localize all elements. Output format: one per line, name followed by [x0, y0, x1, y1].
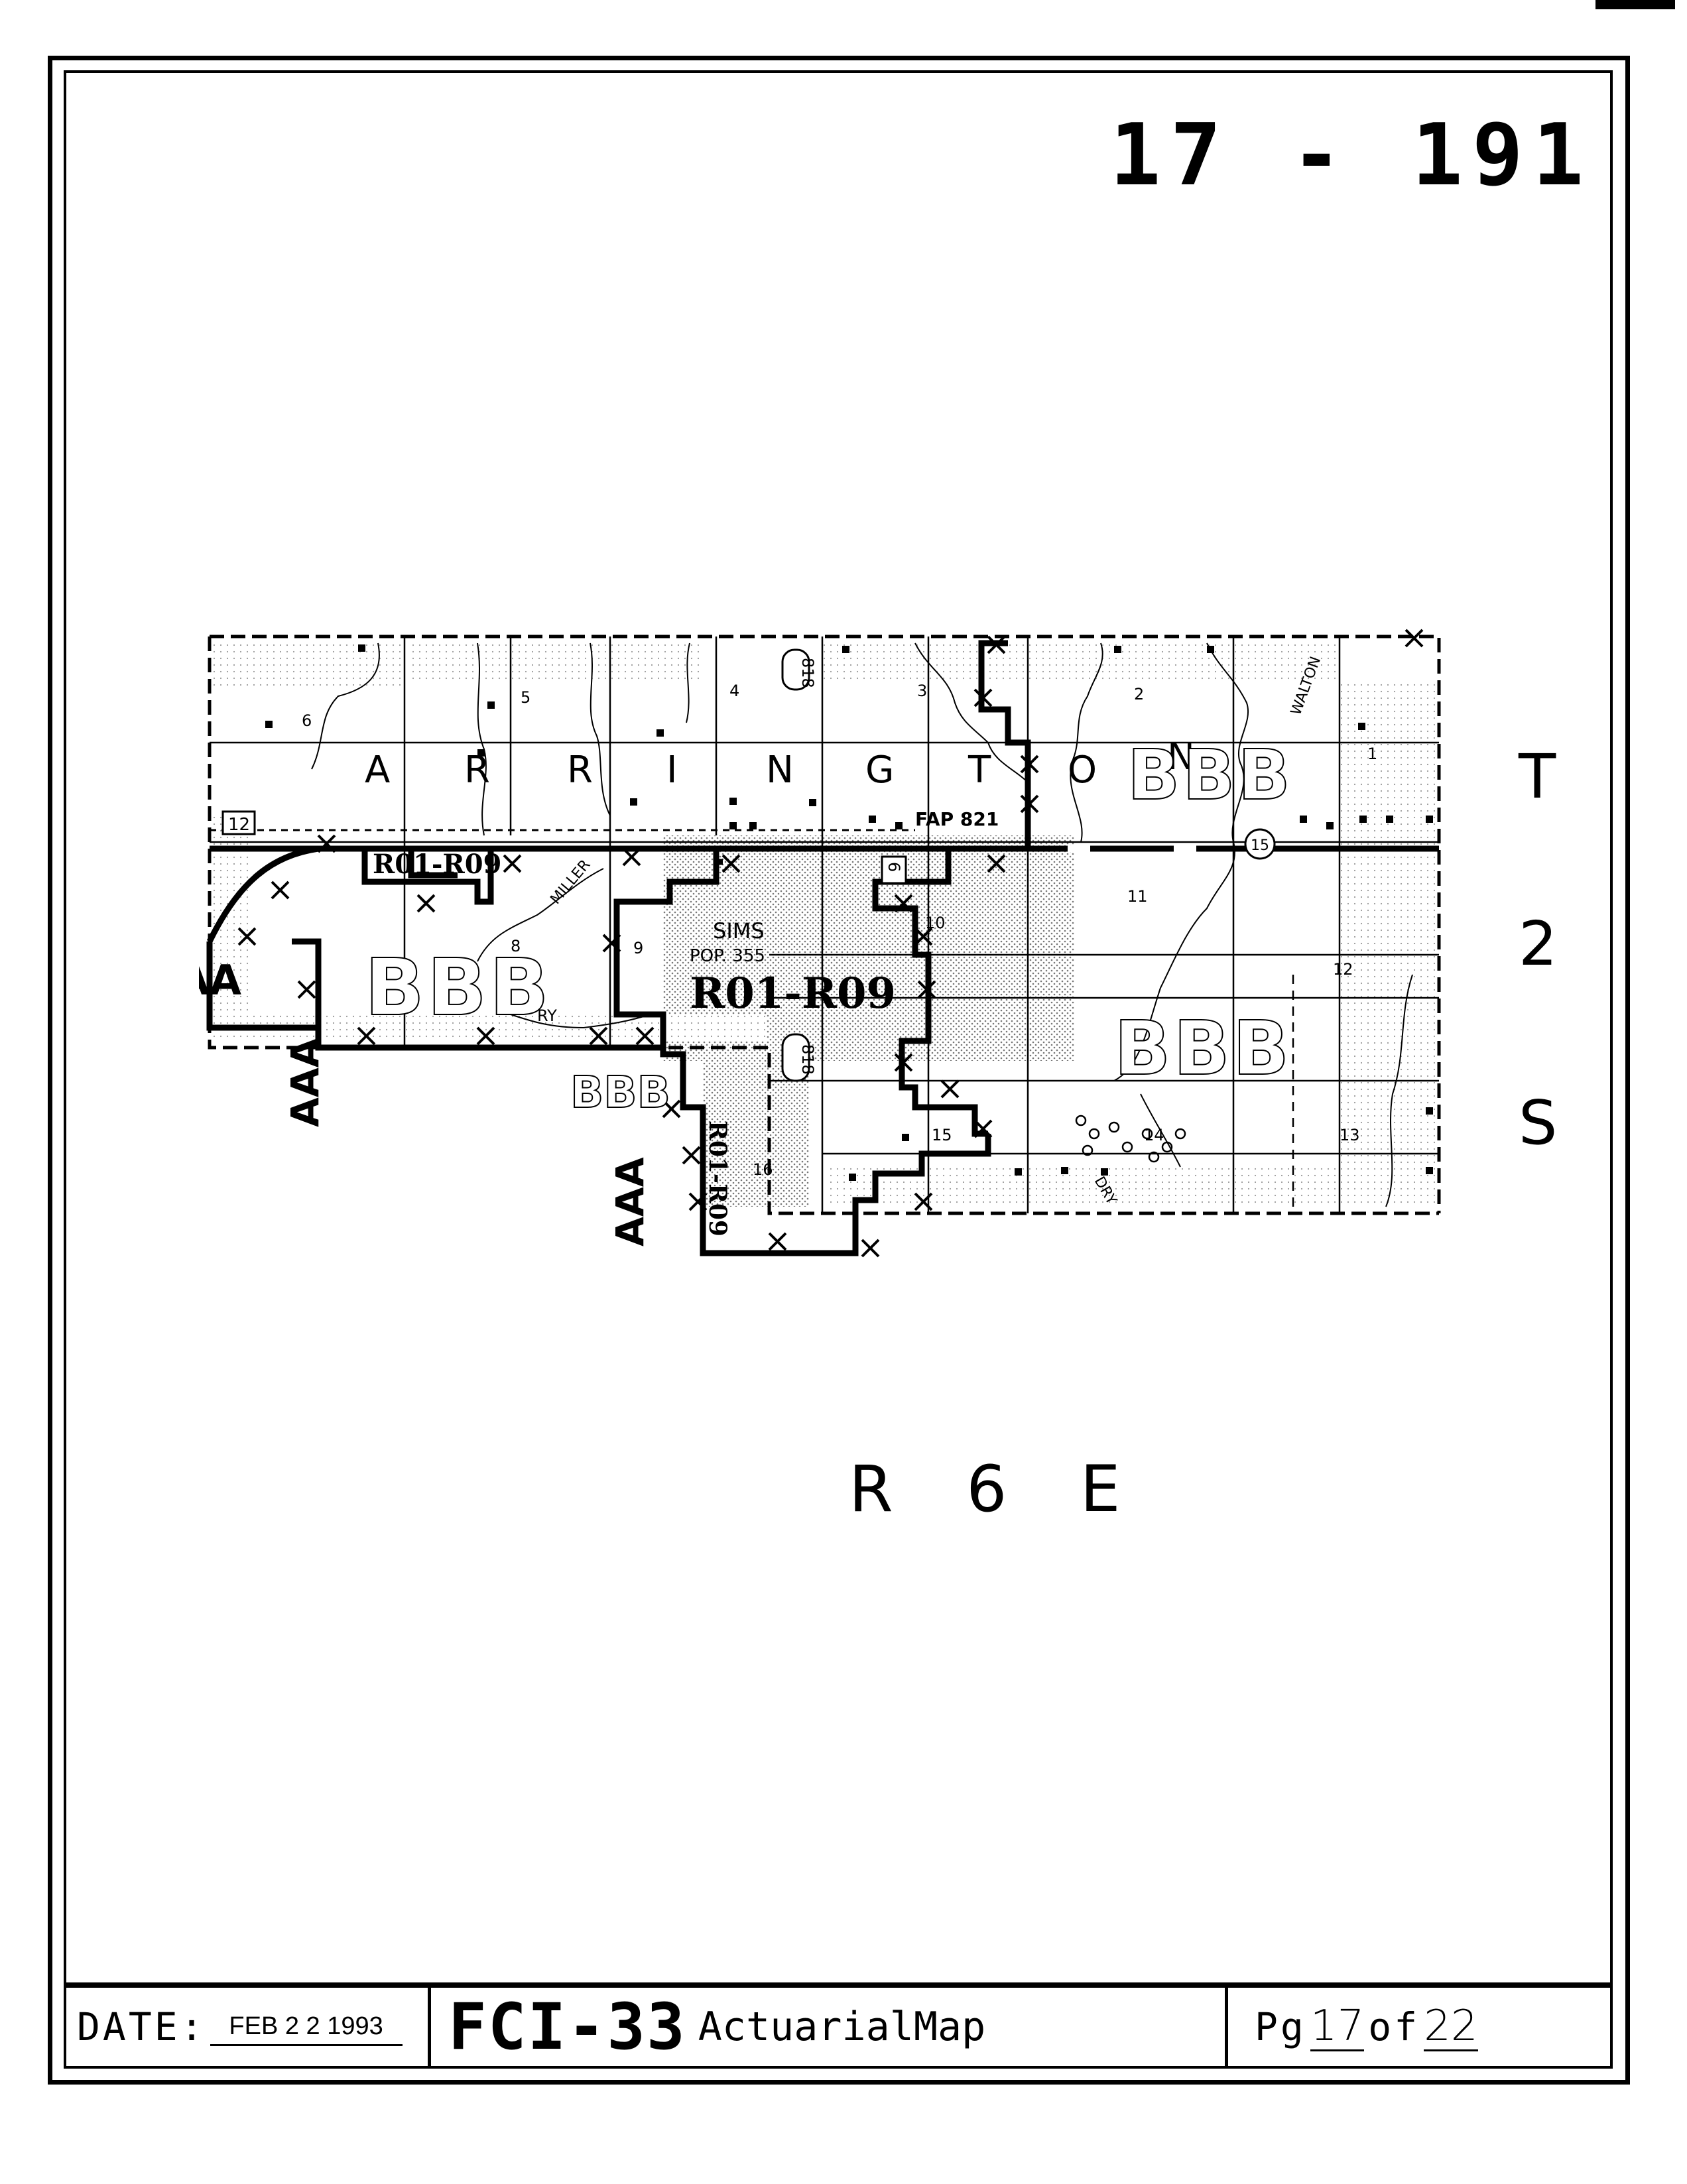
structure-markers: [265, 644, 1433, 1181]
rate-zone-bbb-se: BBB: [1114, 1006, 1292, 1092]
section-6-label: 6: [302, 711, 312, 730]
town-population: POP. 355: [690, 946, 765, 966]
rate-zone-bbb-small: BBB: [570, 1067, 670, 1118]
section-8-label: 8: [511, 937, 521, 955]
route-6-shield: [881, 855, 907, 884]
township-letter-n: N: [766, 749, 794, 792]
route-15-shield: [1244, 828, 1276, 860]
township-letter-o: O: [1068, 749, 1097, 792]
section-12-label: 12: [1333, 960, 1353, 979]
route-818-shields: [781, 648, 810, 1082]
outer-page-border: [48, 56, 1630, 2085]
date-label: DATE:: [77, 2004, 206, 2049]
township-number: 2: [1519, 908, 1558, 979]
rate-zone-r01-north: R01-R09: [373, 849, 501, 880]
section-4-label: 4: [729, 682, 739, 700]
title-block: DATE: FEB 2 2 1993 FCI-33 ActuarialMap P…: [66, 1982, 1610, 2066]
scan-corner-mark: [1595, 0, 1675, 9]
township-letter-r1: R: [464, 749, 490, 792]
route-818-town: 818: [798, 1044, 817, 1075]
township-letter-r2: R: [567, 749, 593, 792]
page-id: 17 - 191: [1109, 106, 1593, 205]
township-letter-i: I: [666, 749, 678, 792]
page-cell: Pg 17 of 22: [1228, 1988, 1610, 2066]
date-cell: DATE: FEB 2 2 1993: [66, 1988, 431, 2066]
map-boundary: [208, 635, 1441, 1215]
inner-page-border: [64, 70, 1613, 2069]
section-16-label: 16: [753, 1160, 773, 1179]
township-letter-g: G: [865, 749, 894, 792]
section-5-label: 5: [521, 688, 531, 707]
road-label-fap: FAP 821: [915, 808, 999, 830]
town-name: SIMS: [713, 918, 765, 943]
page-number: 17: [1310, 2001, 1365, 2051]
form-name: ActuarialMap: [698, 2004, 986, 2050]
form-title-cell: FCI-33 ActuarialMap: [431, 1988, 1228, 2066]
of-label: of: [1368, 2004, 1420, 2049]
rate-zone-aaa-s: AAA: [607, 1157, 653, 1246]
creeks: [311, 642, 1413, 1207]
stippled-areas: [210, 642, 1439, 1207]
section-13-label: 13: [1340, 1126, 1360, 1144]
township-letter-n2: N: [1167, 735, 1195, 778]
section-2-label: 2: [1134, 685, 1144, 703]
page-total: 22: [1424, 2001, 1478, 2051]
section-3-label: 3: [917, 682, 927, 700]
township-letter-t: T: [968, 749, 991, 792]
township-t: T: [1519, 741, 1556, 812]
rate-zone-bbb-w: BBB: [365, 941, 552, 1033]
creek-label-ry: RY: [537, 1006, 557, 1025]
township-direction: S: [1519, 1087, 1558, 1158]
crossing-marks: [237, 629, 1424, 1258]
route-12-shield: [221, 810, 256, 835]
highway-15: [210, 829, 1439, 852]
section-11-label: 11: [1127, 887, 1148, 906]
rate-zone-aaa-sw: AAA: [282, 1038, 328, 1127]
route-818-north: 818: [798, 658, 817, 688]
rate-zone-boundary: [206, 640, 1031, 1256]
rate-zone-r01-south: R01-R09: [704, 1121, 731, 1237]
date-value: FEB 2 2 1993: [210, 2008, 403, 2046]
township-letter-a: A: [365, 749, 390, 792]
page-label: Pg: [1255, 2004, 1306, 2049]
route-12-label: 12: [228, 815, 250, 835]
section-9-label: 9: [633, 939, 643, 957]
range-label: R 6 E: [849, 1452, 1147, 1526]
section-10-label: 10: [925, 914, 946, 932]
section-15-label: 15: [932, 1126, 952, 1144]
section-14-label: 14: [1144, 1126, 1164, 1144]
rate-zone-aaa-w: AAA: [199, 956, 241, 1004]
rate-zone-r01-town: R01-R09: [690, 969, 896, 1018]
rate-zone-bbb-ne: BBB: [1127, 735, 1293, 816]
form-id: FCI-33: [448, 1990, 686, 2064]
actuarial-map: 6 5 4 3 2 1 8 9 10 11 12 13 14 15 16 A R…: [199, 629, 1441, 1258]
section-1-label: 1: [1367, 745, 1377, 763]
creek-label-miller: MILLER: [547, 857, 594, 908]
route-15-label: 15: [1251, 837, 1269, 854]
route-6-label: 6: [885, 862, 903, 872]
